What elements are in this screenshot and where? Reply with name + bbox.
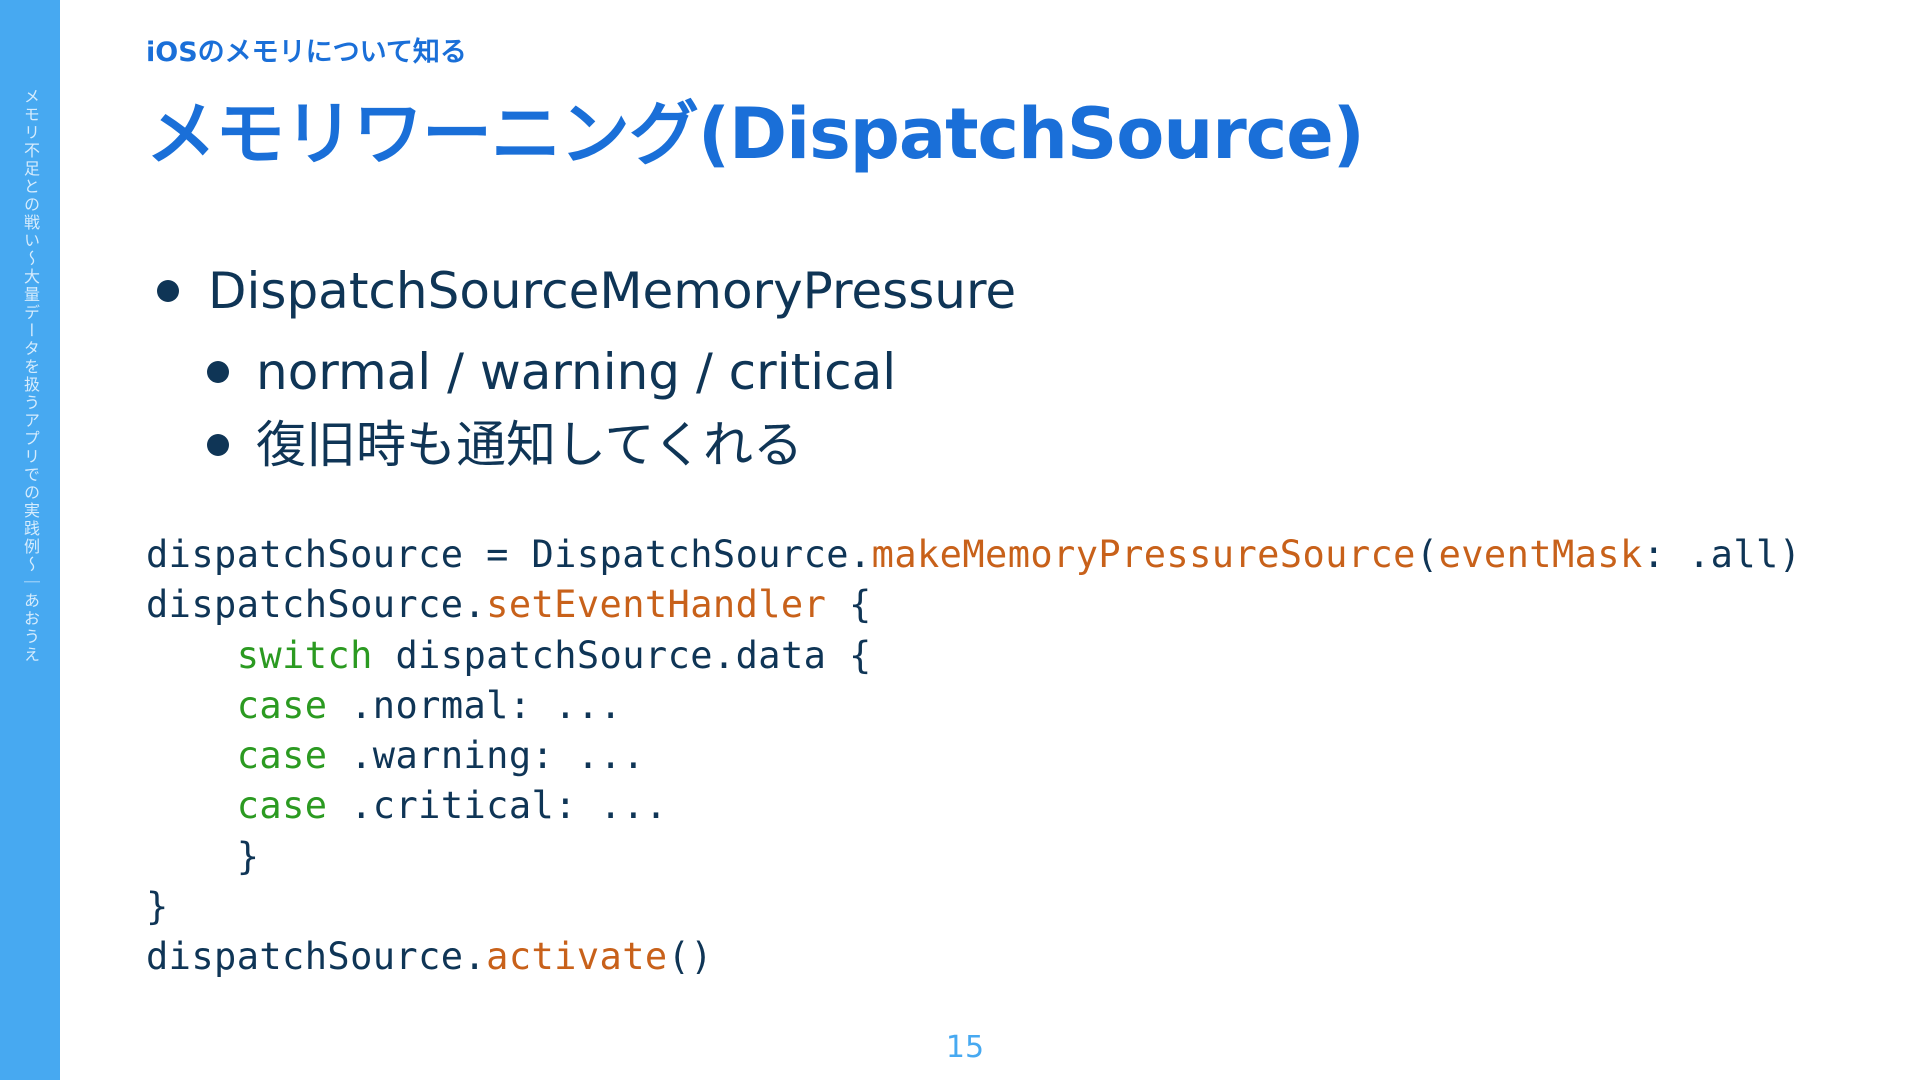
slide-title: メモリワーニング(DispatchSource) [146, 93, 1365, 175]
code-method-token: eventMask [1438, 533, 1643, 576]
code-text-token: { [826, 583, 872, 627]
code-method-token: setEventHandler [486, 583, 827, 627]
bullet-main: DispatchSourceMemoryPressure [157, 256, 1017, 326]
code-text-token: } [146, 885, 169, 929]
code-text-token: : .all) [1642, 533, 1802, 576]
section-title: iOSのメモリについて知る [146, 37, 467, 68]
code-text-token: .critical: ... [327, 784, 668, 828]
side-bar [0, 0, 60, 1080]
code-method-token: makeMemoryPressureSource [871, 533, 1416, 576]
page-number: 15 [945, 1030, 985, 1065]
code-text-token [146, 684, 237, 727]
code-line: dispatchSource = DispatchSource.makeMemo… [146, 533, 1801, 576]
code-line: case .warning: ... [146, 734, 645, 777]
code-text-token [146, 784, 237, 827]
code-line: switch dispatchSource.data { [146, 634, 872, 677]
code-line: case .critical: ... [146, 784, 668, 827]
code-text-token: .normal: ... [327, 683, 623, 727]
bullet-sub-text: 復旧時も通知してくれる [256, 416, 803, 474]
code-text-token: .warning: ... [327, 734, 645, 778]
code-keyword-token: case [236, 784, 328, 828]
code-line: case .normal: ... [146, 684, 622, 727]
bullet-sub-text: normal / warning / critical [256, 343, 897, 401]
code-text-token [146, 734, 237, 777]
bullet-sub: 復旧時も通知してくれる [207, 410, 803, 480]
bullet-main-text: DispatchSourceMemoryPressure [208, 262, 1017, 320]
code-method-token: activate [486, 935, 668, 979]
code-block: dispatchSource = DispatchSource.makeMemo… [146, 530, 1801, 983]
code-text-token: dispatchSource. [146, 583, 487, 627]
code-text-token: () [667, 935, 713, 979]
bullet-dot-icon [207, 434, 229, 456]
bullet-dot-icon [157, 280, 179, 302]
code-text-token: dispatchSource. [146, 935, 487, 979]
code-text-token: } [146, 834, 260, 878]
code-line: } [146, 835, 259, 878]
side-deck-title: メモリ不足との戦い〜大量データを扱うアプリでの実践例〜｜あおうえ [21, 88, 40, 664]
code-text-token: ( [1415, 533, 1439, 576]
code-keyword-token: switch [236, 633, 373, 677]
code-keyword-token: case [236, 683, 328, 727]
code-text-token: dispatchSource = DispatchSource. [146, 533, 872, 576]
code-keyword-token: case [236, 734, 328, 778]
code-text-token [146, 634, 237, 677]
bullet-dot-icon [207, 361, 229, 383]
code-line: dispatchSource.setEventHandler { [146, 583, 872, 626]
code-text-token: dispatchSource.data { [372, 633, 872, 677]
code-line: } [146, 885, 169, 928]
bullet-sub: normal / warning / critical [207, 337, 897, 407]
code-line: dispatchSource.activate() [146, 935, 713, 978]
